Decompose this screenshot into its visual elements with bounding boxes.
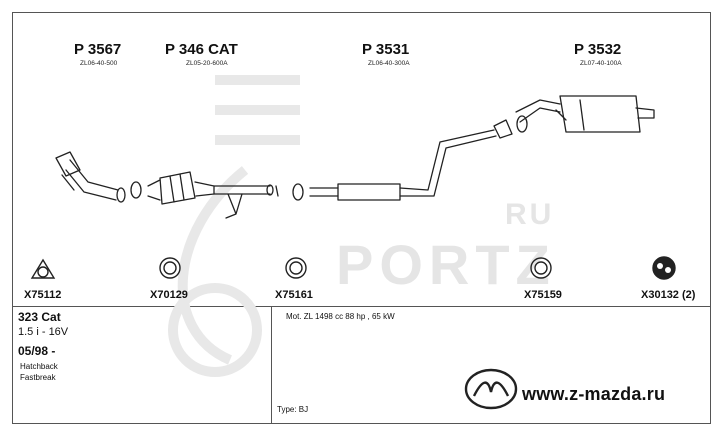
accessory-code: X75159 xyxy=(524,289,562,301)
part-code-rear-silencer: P 3532 xyxy=(574,41,622,58)
ring-gasket-icon xyxy=(159,257,181,279)
divider-vertical xyxy=(271,306,272,424)
vehicle-date: 05/98 - xyxy=(18,344,56,358)
part-code-front-pipe: P 3567 xyxy=(74,41,122,58)
middle-pipe-drawing xyxy=(309,119,513,201)
part-code-catalytic-converter: P 346 CAT xyxy=(165,41,238,58)
front-gasket-drawing xyxy=(130,181,142,199)
accessory-code: X75112 xyxy=(24,289,62,301)
part-ref-middle-pipe: ZL06-40-300A xyxy=(368,60,410,67)
vehicle-model: 323 Cat xyxy=(18,310,61,324)
diagram-frame xyxy=(12,12,711,424)
vehicle-body-hatchback: Hatchback xyxy=(20,362,58,371)
ring-gasket-icon xyxy=(530,257,552,279)
accessory-code: X70129 xyxy=(150,289,188,301)
rubber-mount-icon xyxy=(652,256,676,280)
watermark-text: PORTZ xyxy=(336,233,556,296)
gasket-triangle-icon xyxy=(30,258,56,279)
vehicle-type: Type: BJ xyxy=(277,405,309,414)
part-code-middle-pipe: P 3531 xyxy=(362,41,410,58)
accessory-icons xyxy=(30,256,676,280)
rear-silencer-drawing xyxy=(515,95,655,133)
watermark-suffix: RU xyxy=(505,198,555,231)
front-pipe-drawing xyxy=(55,151,126,203)
mid-gasket-drawing xyxy=(292,183,304,201)
vehicle-engine: 1.5 i - 16V xyxy=(18,326,69,338)
accessory-code: X30132 (2) xyxy=(641,289,696,301)
website-url[interactable]: www.z-mazda.ru xyxy=(522,384,666,404)
accessory-code: X75161 xyxy=(275,289,313,301)
watermark-swirl-icon xyxy=(168,75,300,377)
vehicle-body-fastbreak: Fastbreak xyxy=(20,373,56,382)
part-ref-catalytic-converter: ZL05-20-600A xyxy=(186,60,228,67)
motor-specs: Mot. ZL 1498 cc 88 hp , 65 kW xyxy=(286,312,395,321)
part-ref-rear-silencer: ZL07-40-100A xyxy=(580,60,622,67)
ring-gasket-icon xyxy=(285,257,307,279)
catalytic-converter-drawing xyxy=(147,171,279,219)
mazda-logo-icon xyxy=(464,368,518,410)
divider-upper xyxy=(12,306,711,307)
rear-gasket-drawing xyxy=(516,115,528,133)
part-ref-front-pipe: ZL06-40-500 xyxy=(80,60,118,67)
